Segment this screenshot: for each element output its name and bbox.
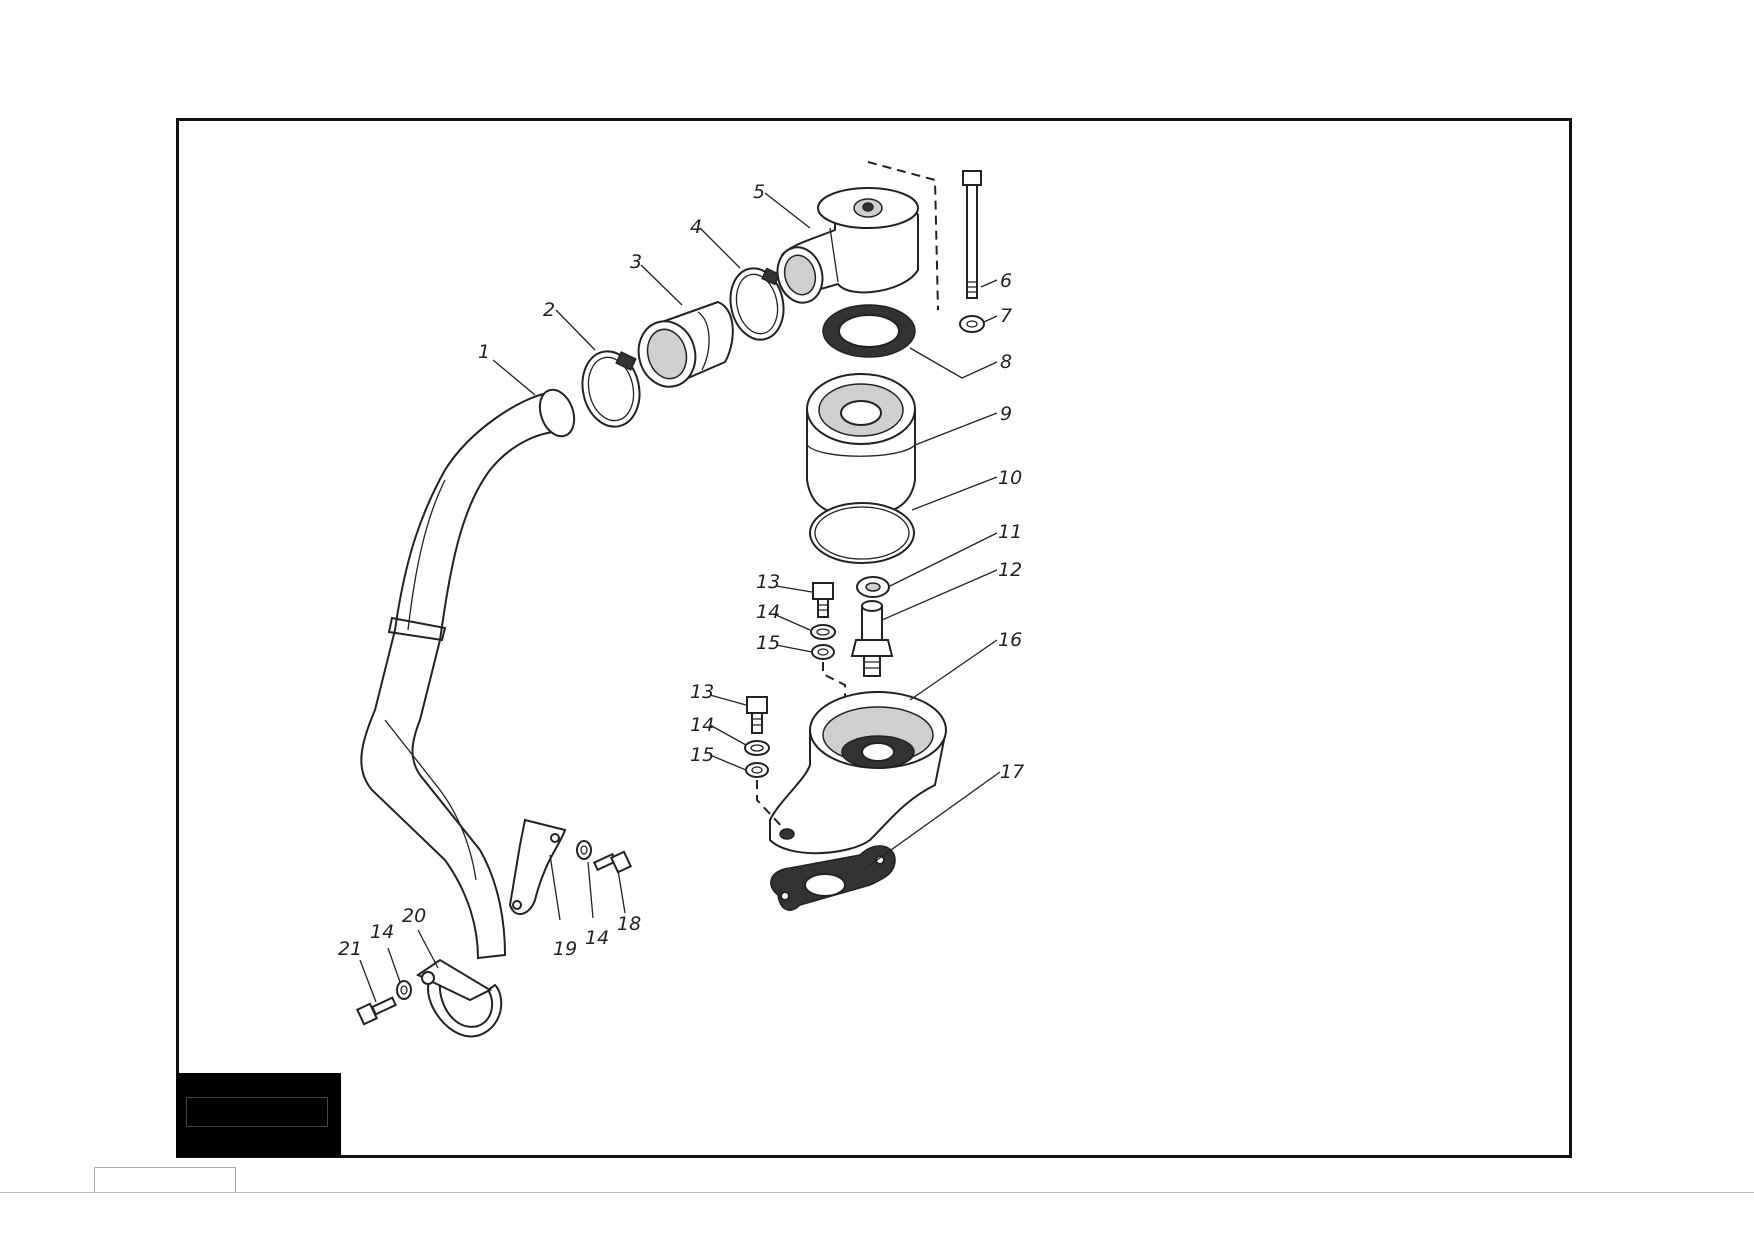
callout-17: 17	[1000, 761, 1024, 783]
gasket-part-8	[822, 304, 916, 358]
callout-13-lower: 13	[690, 681, 714, 703]
washer-part-15-upper	[811, 644, 835, 660]
washer-part-7	[959, 315, 985, 333]
lock-washer-part-14-bracket	[576, 840, 592, 860]
callout-14-upper: 14	[756, 601, 780, 623]
callout-16: 16	[998, 629, 1022, 651]
elbow-part-5	[776, 187, 919, 304]
callout-5: 5	[753, 181, 765, 203]
flange-gasket-part-17	[770, 845, 896, 911]
lock-washer-part-14-strap	[396, 980, 412, 1000]
callout-2: 2	[543, 299, 555, 321]
callout-19: 19	[553, 938, 577, 960]
washer-part-15-lower	[745, 762, 769, 778]
clamp-strap-part-20	[416, 958, 503, 1038]
lock-washer-part-14-lower	[744, 740, 770, 756]
title-block-inner	[186, 1097, 328, 1127]
bolt-part-6	[962, 170, 982, 299]
clamp-part-2	[581, 350, 641, 428]
callout-9: 9	[1000, 403, 1012, 425]
page-tab	[94, 1167, 236, 1193]
housing-base-part-16	[769, 691, 947, 855]
screw-part-13-lower	[746, 696, 768, 734]
callout-12: 12	[998, 559, 1022, 581]
assembly-line-lower	[756, 780, 786, 831]
pipe-part-1	[360, 388, 576, 960]
callout-7: 7	[1000, 305, 1012, 327]
hollow-bolt-part-12	[850, 600, 894, 677]
clamp-part-4	[729, 267, 785, 341]
callout-14-strap: 14	[370, 921, 394, 943]
callout-14-lower: 14	[690, 714, 714, 736]
callout-15-lower: 15	[690, 744, 714, 766]
callout-18: 18	[617, 913, 641, 935]
title-block	[176, 1073, 341, 1157]
callout-15-upper: 15	[756, 632, 780, 654]
screw-part-13-upper	[812, 582, 834, 618]
callout-13-upper: 13	[756, 571, 780, 593]
bracket-part-19	[508, 818, 567, 915]
callout-21: 21	[338, 938, 362, 960]
callout-1: 1	[478, 341, 490, 363]
callout-8: 8	[1000, 351, 1012, 373]
sleeve-part-3	[637, 300, 734, 388]
callout-4: 4	[690, 216, 702, 238]
callout-labels: 1 2 3 4 5 6 7 8 9 10 11 12 13 14 15 16 1…	[338, 181, 1024, 960]
filter-cup-part-9	[806, 373, 916, 515]
callout-14-bracket: 14	[585, 927, 609, 949]
leader-lines	[359, 192, 1001, 1003]
lock-washer-part-14-upper	[810, 624, 836, 640]
screw-part-21	[355, 996, 397, 1026]
assembly-line-upper	[822, 662, 846, 705]
callout-6: 6	[1000, 270, 1012, 292]
o-ring-part-10	[809, 502, 915, 564]
assembly-line-5-6	[867, 161, 939, 311]
washer-part-11	[856, 576, 890, 598]
callout-10: 10	[998, 467, 1022, 489]
callout-11: 11	[998, 521, 1022, 543]
screw-part-18	[592, 850, 633, 874]
callout-20: 20	[402, 905, 426, 927]
page-baseline	[0, 1192, 1754, 1193]
callout-3: 3	[630, 251, 642, 273]
